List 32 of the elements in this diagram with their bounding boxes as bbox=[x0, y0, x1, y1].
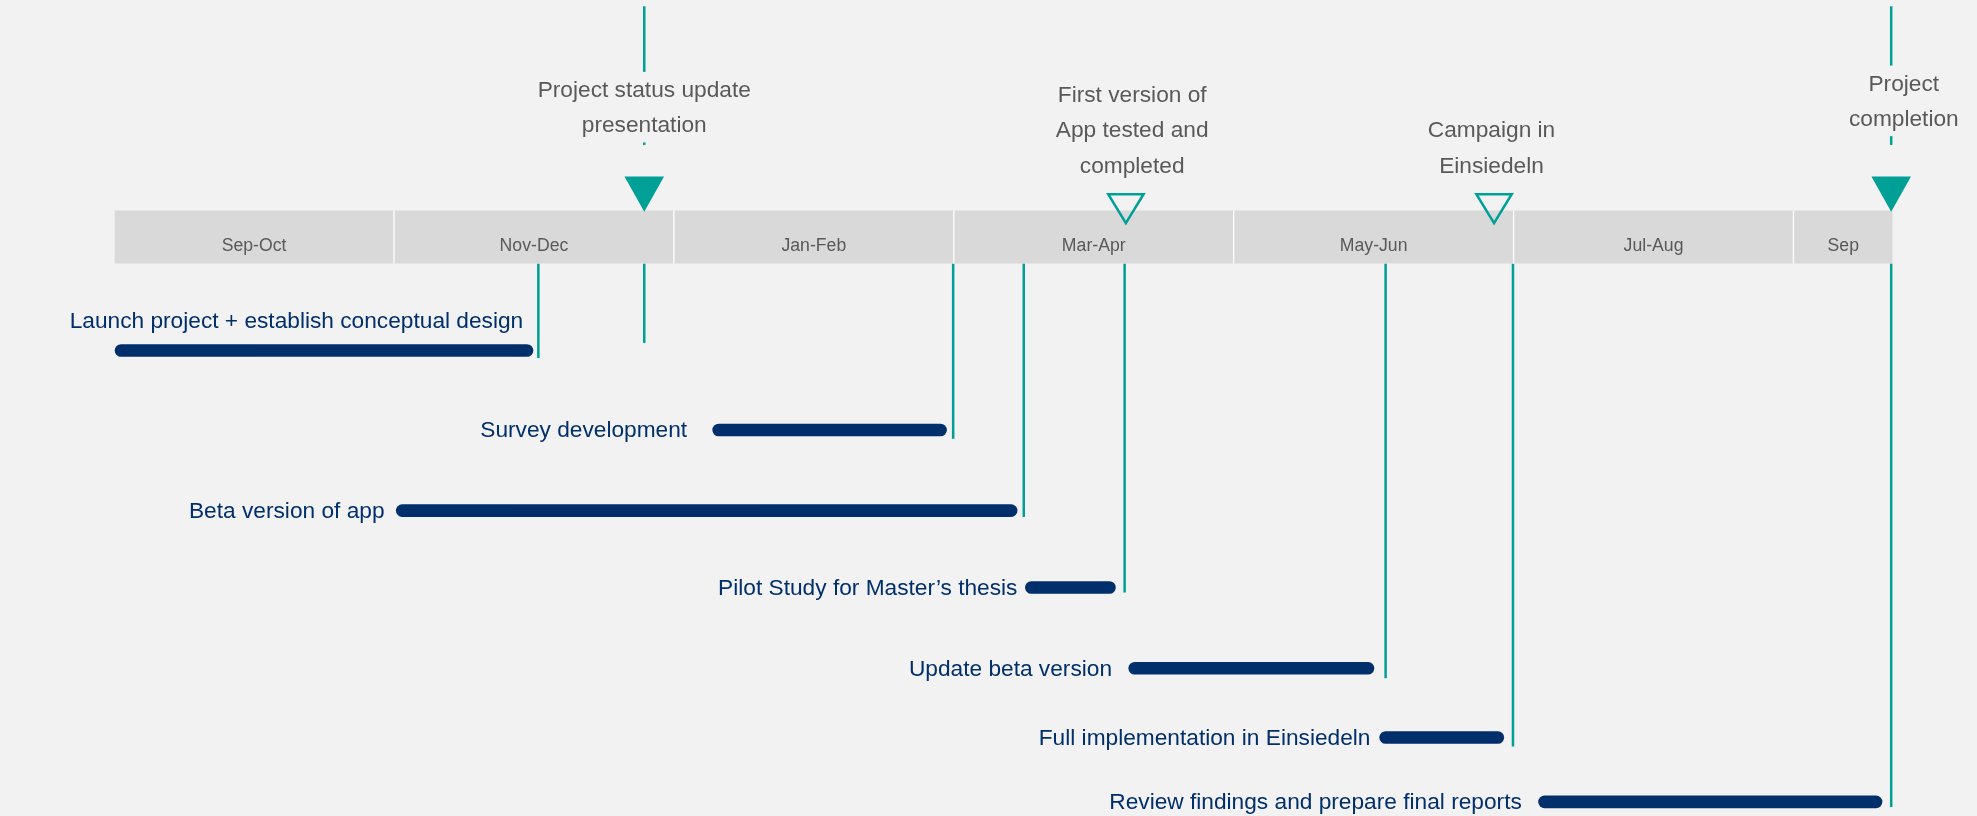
task-bar bbox=[712, 423, 947, 437]
timeline-segment: May-Jun bbox=[1233, 210, 1513, 264]
deadline-line bbox=[1384, 263, 1387, 679]
task-label: Launch project + establish conceptual design bbox=[69, 306, 524, 335]
timeline-segment: Mar-Apr bbox=[953, 210, 1234, 264]
task-label: Review findings and prepare final reports bbox=[1109, 788, 1522, 816]
deadline-line bbox=[951, 263, 955, 439]
deadline-line bbox=[537, 263, 540, 359]
task-label: Survey development bbox=[480, 416, 688, 444]
timeline-segment: Jul-Aug bbox=[1512, 210, 1793, 264]
timeline-segment: Nov-Dec bbox=[393, 210, 674, 264]
milestone-marker bbox=[1871, 176, 1911, 212]
milestone-marker bbox=[624, 176, 665, 212]
task-label: Beta version of app bbox=[189, 497, 385, 525]
timeline-segment: Sep bbox=[1792, 210, 1893, 264]
deadline-line bbox=[1022, 263, 1026, 517]
timeline-segment: Sep-Oct bbox=[114, 210, 394, 264]
task-bar bbox=[1128, 661, 1375, 675]
task-bar bbox=[114, 344, 534, 357]
task-label: Pilot Study for Master’s thesis bbox=[718, 573, 1018, 602]
task-bar bbox=[1025, 581, 1116, 594]
milestone-marker bbox=[1106, 192, 1146, 226]
task-label: Update beta version bbox=[908, 654, 1113, 683]
deadline-line bbox=[1511, 263, 1515, 747]
deadline-line bbox=[1123, 263, 1126, 593]
task-bar bbox=[1379, 731, 1505, 744]
task-bar bbox=[1538, 795, 1883, 809]
milestone-marker bbox=[1474, 192, 1514, 226]
task-bar bbox=[395, 504, 1018, 517]
task-label: Full implementation in Einsiedeln bbox=[1038, 723, 1371, 752]
timeline-segment: Jan-Feb bbox=[673, 210, 954, 264]
deadline-line bbox=[1889, 263, 1893, 807]
